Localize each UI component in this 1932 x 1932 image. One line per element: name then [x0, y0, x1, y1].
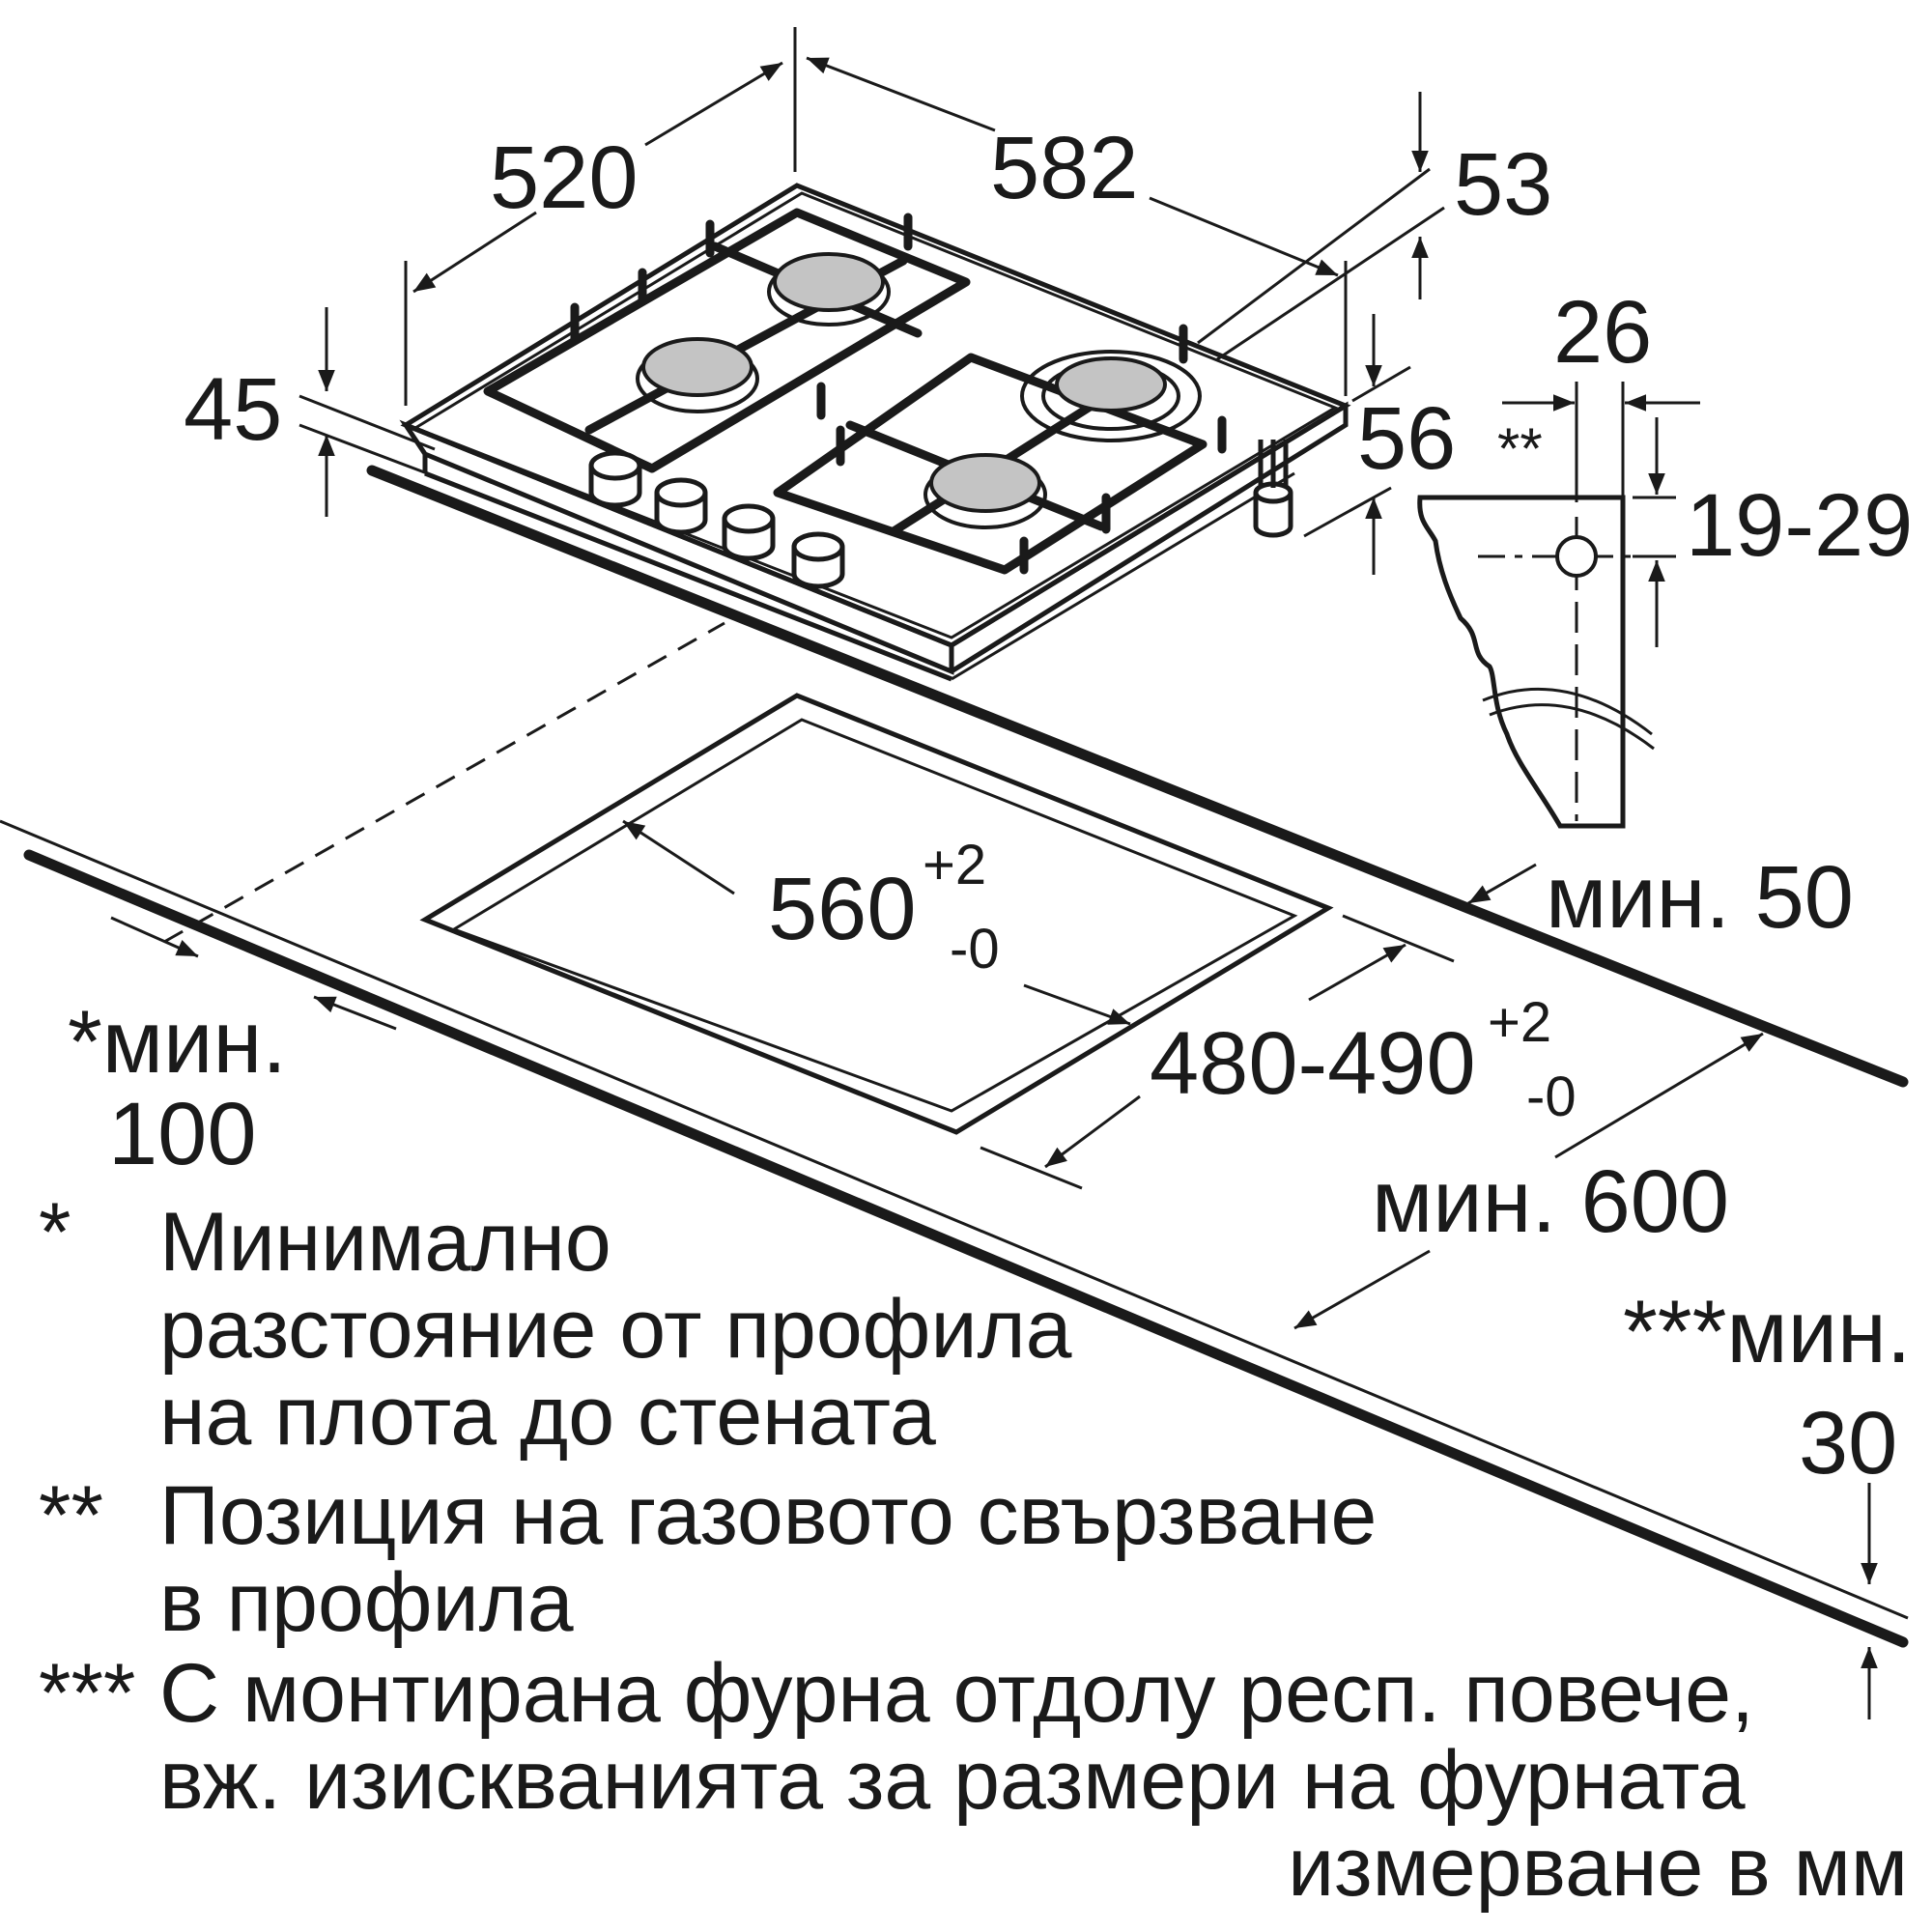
note-1-line-1: Минимално [159, 1196, 611, 1289]
cutout [419, 693, 1334, 1135]
dim-profile-width: 26 [1553, 283, 1652, 382]
knob-2 [654, 477, 708, 535]
note-1-mark: * [39, 1186, 71, 1279]
dim-cutout-depth: 480-490 [1150, 1014, 1476, 1113]
dim-hob-width: 582 [990, 119, 1139, 217]
dim-hob-depth: 520 [490, 128, 639, 227]
dim-min-wall-2: 100 [108, 1085, 257, 1183]
note-3-line-2: вж. изискванията за размери на фурната [159, 1734, 1746, 1827]
dim-top-height: 53 [1454, 135, 1552, 234]
dim-cutout-width-tol-plus: +2 [923, 834, 986, 896]
countertop [0, 465, 1909, 1648]
dim-cutout-width: 560 [768, 860, 917, 958]
knob-1 [588, 450, 642, 508]
dim-cutout-width-tol-minus: -0 [950, 918, 1000, 980]
dim-min-oven-2: 30 [1799, 1394, 1897, 1492]
dim-cutout-depth-tol-minus: -0 [1526, 1065, 1577, 1128]
dim-min-depth: мин. 600 [1372, 1152, 1729, 1251]
knob-4 [791, 531, 845, 589]
knob-3 [722, 503, 776, 561]
burner-rear-right [1020, 350, 1202, 442]
grate-left [483, 208, 971, 473]
note-3-mark: *** [39, 1647, 135, 1740]
gas-position-marker: ** [1497, 416, 1543, 481]
dimension-lines [110, 27, 1878, 1719]
grate-right [773, 353, 1208, 575]
note-2-line-1: Позиция на газовото свързване [159, 1469, 1377, 1562]
dim-min-oven-1: ***мин. [1623, 1283, 1911, 1381]
dim-min-front: мин. 50 [1546, 848, 1854, 947]
burner-front-right [923, 453, 1047, 529]
footnotes: * Минимално разстояние от профила на пло… [39, 1186, 1908, 1914]
note-3-line-1: С монтирана фурна отдолу респ. повече, [159, 1647, 1754, 1740]
dim-min-wall-1: *мин. [68, 993, 287, 1092]
dim-total-height: 45 [184, 360, 282, 459]
note-2-mark: ** [39, 1469, 103, 1562]
countertop-profile [1417, 495, 1662, 829]
gas-connection-position [1555, 535, 1598, 578]
dim-gas-height: 19-29 [1686, 476, 1913, 575]
note-1-line-2: разстояние от профила [159, 1283, 1072, 1376]
units-note: измерване в мм [1288, 1821, 1908, 1914]
gas-connector [1253, 440, 1293, 538]
control-knobs [588, 450, 845, 589]
dimension-labels: 520 582 53 45 56 26 ** 19-29 560 +2 -0 4… [68, 119, 1913, 1492]
burner-front-left [636, 337, 759, 413]
dim-cutout-depth-tol-plus: +2 [1488, 991, 1551, 1054]
dim-side-height: 56 [1357, 389, 1456, 488]
note-1-line-3: на плота до стената [159, 1370, 936, 1463]
burner-rear-left [767, 252, 891, 327]
note-2-line-2: в профила [159, 1556, 574, 1649]
gas-hob [399, 183, 1351, 682]
